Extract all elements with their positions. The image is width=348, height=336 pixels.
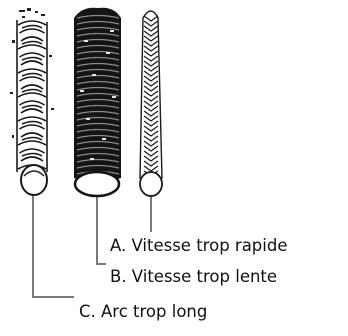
weld-bead-b	[74, 8, 121, 196]
bead-c-ripple-arc	[20, 101, 45, 105]
bead-c-ripple-inner	[22, 26, 42, 29]
bead-b-crater	[75, 172, 119, 196]
bead-c-ripple-arc	[21, 61, 43, 65]
leader-line-c	[33, 195, 74, 297]
bead-c-ripple-arc	[21, 133, 43, 137]
bead-c-ripple-arc	[21, 85, 43, 89]
label-speed-too-fast: A. Vitesse trop rapide	[110, 236, 288, 256]
bead-c-ripple-arc	[18, 21, 46, 25]
leader-line-b	[97, 196, 106, 264]
bead-c-ripple-arc	[18, 93, 46, 97]
bead-b-highlight	[84, 40, 88, 42]
bead-c-ripple-inner	[22, 154, 42, 157]
bead-c-ripple-arc	[20, 29, 45, 33]
bead-c-ripple-arc	[18, 117, 46, 121]
weld-bead-a	[140, 11, 162, 196]
bead-c-ripple-arc	[20, 125, 45, 129]
bead-c-ripple-arc	[21, 157, 43, 161]
bead-c-ripple-arc	[21, 109, 43, 113]
bead-c-ripple-arc	[18, 45, 46, 49]
bead-c-ripple-arc	[20, 53, 45, 57]
bead-c-ripple-inner	[22, 90, 42, 93]
bead-b-highlight	[80, 90, 84, 92]
bead-c-ripple-arc	[20, 77, 45, 81]
bead-c-ripples	[17, 20, 47, 172]
bead-c-ripple-arc	[20, 149, 45, 153]
bead-c-ripple-arc	[18, 141, 46, 145]
bead-b-highlight	[112, 96, 116, 98]
bead-b-highlight	[106, 52, 110, 54]
bead-b-highlight	[90, 158, 94, 160]
bead-c-ripple-arc	[21, 37, 43, 41]
label-speed-too-slow: B. Vitesse trop lente	[110, 267, 277, 287]
label-arc-too-long: C. Arc trop long	[79, 302, 207, 322]
weld-bead-c	[10, 8, 54, 195]
bead-c-ripple-inner	[22, 58, 42, 61]
bead-a-crater	[140, 172, 162, 196]
bead-b-highlight	[102, 138, 106, 140]
bead-c-ripple-inner	[22, 106, 42, 109]
bead-b-highlight	[86, 118, 90, 120]
bead-c-ripple-arc	[18, 69, 46, 73]
bead-c-ripple-inner	[22, 138, 42, 141]
bead-c-ripple-inner	[22, 122, 42, 125]
bead-c-crater	[21, 165, 47, 195]
bead-c-ripple-inner	[22, 42, 42, 45]
bead-c-ripple-inner	[22, 74, 42, 77]
bead-b-highlight	[110, 30, 114, 32]
bead-b-highlight	[92, 74, 96, 76]
